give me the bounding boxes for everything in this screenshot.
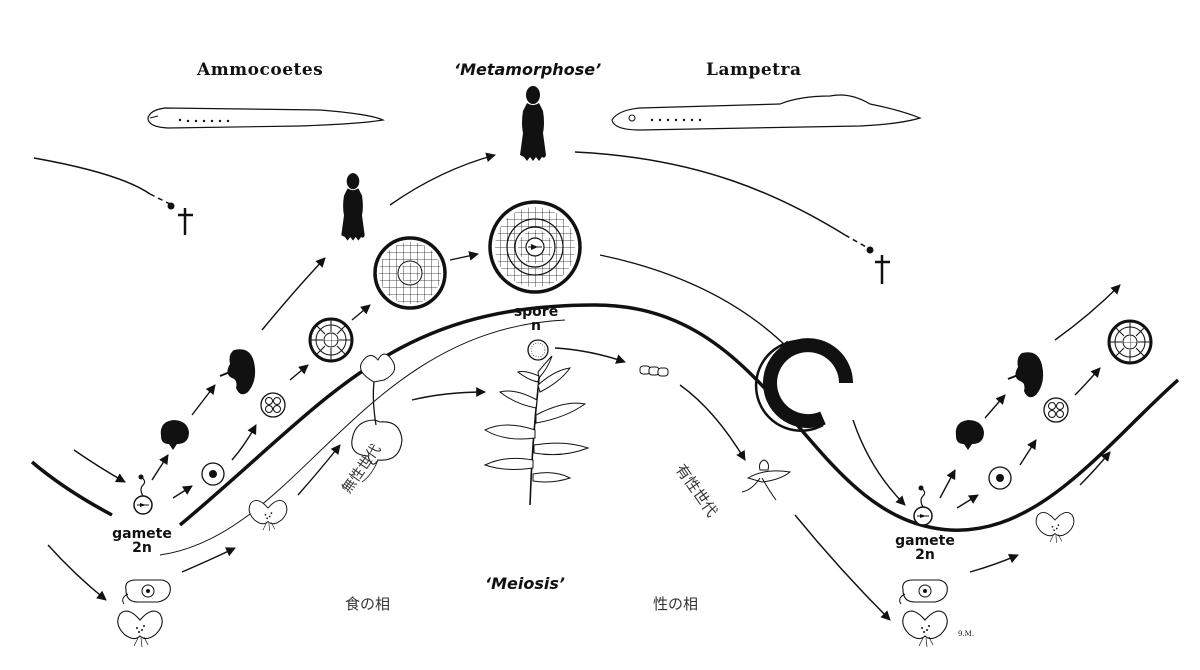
four-cell-icon [260, 392, 286, 418]
lampetra-heading: Lampetra [706, 60, 802, 80]
adult-death-cross-icon [875, 255, 890, 284]
adult-human-figure-icon [520, 86, 546, 161]
gamete-right-label: gamete 2n [895, 533, 955, 563]
young-sporophyte-icon [248, 499, 288, 532]
zygote-right-icon [913, 484, 933, 526]
broken-cell-disk-icon [754, 338, 853, 432]
cell-disk-small-icon [308, 317, 354, 363]
artist-signature: 9.M. [958, 630, 975, 638]
fetus-right-icon [1007, 351, 1045, 399]
fetus-icon [219, 348, 257, 396]
spore-label: spore n [513, 304, 559, 334]
cell-disk-large-icon [488, 200, 582, 294]
embryo-in-prothallus-icon [122, 579, 171, 605]
ammocoetes-larva-icon [147, 107, 386, 129]
child-human-figure-icon [341, 173, 365, 241]
gamete-left-label: gamete 2n [112, 526, 172, 556]
metamorphose-heading: ‘Metamorphose’ [454, 60, 602, 79]
sporeling-icon [351, 353, 403, 483]
prothallus-right-icon [902, 610, 948, 648]
early-embryo-right-icon [955, 420, 984, 450]
egg-cell-icon [201, 462, 225, 486]
sex-phase-label: 性の相 [653, 595, 699, 613]
upper-wave-start [30, 460, 113, 517]
cell-disk-small-right-icon [1107, 319, 1153, 365]
larva-death-cross-icon [178, 208, 193, 235]
larva-decline-line [33, 157, 151, 195]
adult-death-dot [866, 246, 874, 254]
ammocoetes-heading: Ammocoetes [197, 60, 324, 80]
germinating-spore-icon [639, 365, 669, 377]
prothallus-left-icon [117, 610, 163, 648]
plant-cycle-arrows [47, 347, 1111, 621]
embryo-in-prothallus-right-icon [899, 579, 948, 605]
lampetra-adult-icon [611, 94, 922, 131]
adult-decline-line [574, 151, 846, 236]
nutrition-phase-label: 食の相 [345, 595, 391, 613]
cell-growth-arrows [172, 251, 1101, 509]
four-cell-right-icon [1043, 397, 1069, 423]
egg-cell-right-icon [988, 466, 1012, 490]
left-inner-line [159, 319, 566, 556]
meiosis-label: ‘Meiosis’ [485, 574, 565, 593]
young-gametophyte-icon [741, 459, 792, 501]
cell-disk-medium-icon [373, 236, 447, 310]
larva-death-dot [167, 202, 175, 210]
fern-frond-icon [483, 355, 590, 506]
human-development-arrows [73, 152, 1121, 499]
early-embryo-icon [160, 420, 189, 450]
young-sporophyte-right-icon [1035, 511, 1075, 544]
human-zygote-icon [133, 473, 153, 515]
